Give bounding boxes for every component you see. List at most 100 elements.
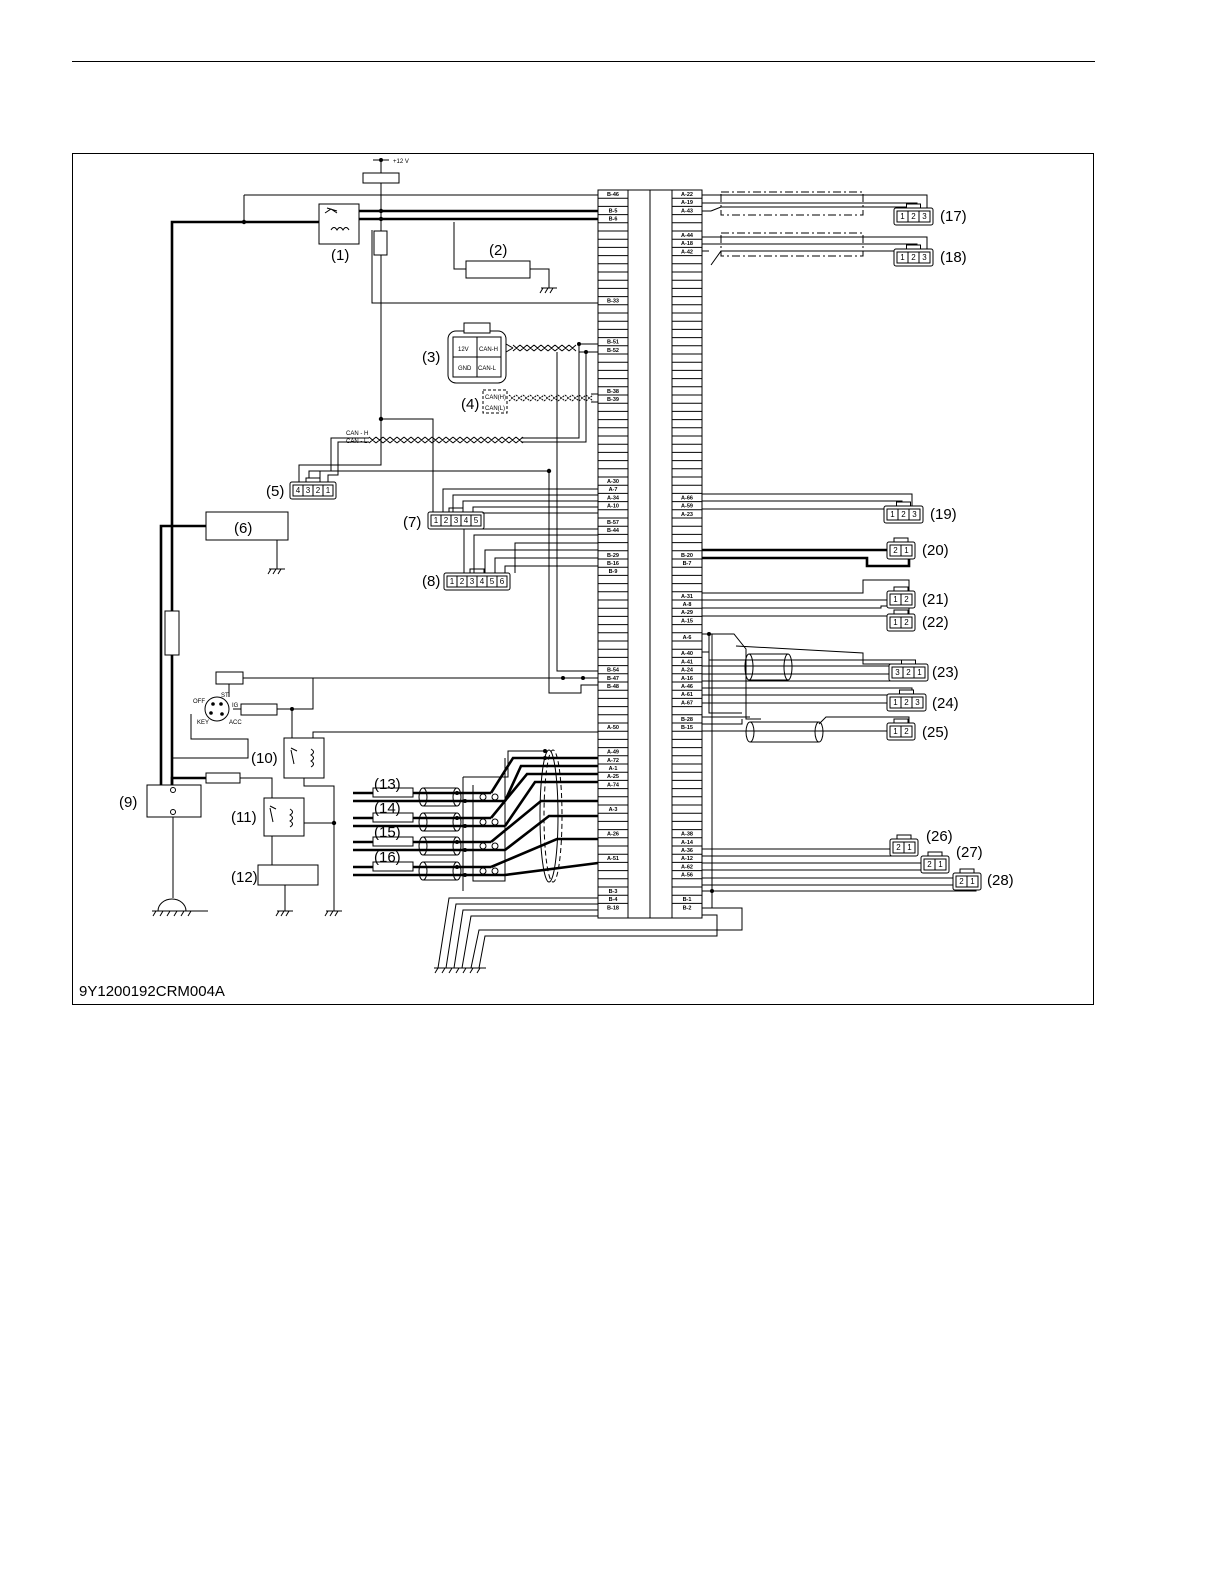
component-callout-27: (27) bbox=[956, 844, 983, 861]
ecu-pin-label: A-59 bbox=[681, 504, 693, 510]
component-callout-23: (23) bbox=[932, 664, 959, 681]
connector-pin-number: 2 bbox=[904, 698, 909, 707]
connector-pin-number: 2 bbox=[906, 668, 911, 677]
ecu-pin-label: A-36 bbox=[681, 848, 693, 854]
ecu-pin-label: A-19 bbox=[681, 200, 693, 206]
figure-reference-code: 9Y1200192CRM004A bbox=[79, 983, 225, 1000]
connector-pin-number: 4 bbox=[296, 486, 301, 495]
ecu-pin-label: B-6 bbox=[609, 217, 618, 223]
ecu-pin-label: A-62 bbox=[681, 864, 693, 870]
connector-pin-number: 2 bbox=[927, 860, 932, 869]
ecu-pin-label: A-50 bbox=[607, 725, 619, 731]
component-callout-15: (15) bbox=[374, 824, 401, 841]
connector-pin-number: 3 bbox=[922, 253, 927, 262]
ecu-pin-label: A-3 bbox=[609, 807, 618, 813]
battery bbox=[146, 772, 273, 917]
sensor-18-wiring bbox=[702, 232, 928, 266]
key-ig-label: IG bbox=[232, 703, 239, 709]
connector-pin-number: 1 bbox=[904, 546, 909, 555]
ecu-pin-label: A-15 bbox=[681, 618, 693, 624]
ecu-pin-label: A-74 bbox=[607, 782, 620, 788]
ecu-pin-label: B-1 bbox=[683, 897, 692, 903]
ecu-right-pin-labels: A-22A-19A-43A-44A-18A-42A-66A-59A-23B-20… bbox=[681, 192, 694, 911]
can-h-label: CAN - H bbox=[346, 431, 368, 437]
ecu-pin-label: B-7 bbox=[683, 561, 692, 567]
component-callout-6: (6) bbox=[234, 520, 252, 537]
connector-pin-number: 3 bbox=[306, 486, 311, 495]
ecu-pin-label: A-25 bbox=[607, 774, 619, 780]
can-twisted-pair-lower bbox=[368, 436, 524, 444]
fusible-link bbox=[164, 610, 180, 656]
ecu-pin-label: A-41 bbox=[681, 659, 693, 665]
component-callout-9: (9) bbox=[119, 794, 137, 811]
component-callout-8: (8) bbox=[422, 573, 440, 590]
connector-pin-number: 2 bbox=[904, 618, 909, 627]
ecu-pin-label: B-2 bbox=[683, 905, 692, 911]
component-callout-16: (16) bbox=[374, 849, 401, 866]
component-callout-12: (12) bbox=[231, 869, 258, 886]
connector-pin-number: 5 bbox=[474, 516, 479, 525]
connector-pin-number: 1 bbox=[893, 698, 898, 707]
ecu-pin-label: A-22 bbox=[681, 192, 693, 198]
ecu-pin-label: B-28 bbox=[681, 717, 693, 723]
sensor-17-wiring bbox=[702, 191, 928, 216]
supply-label: +12 V bbox=[393, 159, 409, 165]
relay-10 bbox=[283, 731, 598, 779]
ecu-pin-label: A-40 bbox=[681, 651, 693, 657]
ecu-pin-label: B-54 bbox=[607, 668, 620, 674]
component-callout-2: (2) bbox=[489, 242, 507, 259]
connector-pin-number: 1 bbox=[917, 668, 922, 677]
ecu-pin-label: A-72 bbox=[607, 758, 619, 764]
ecu-pin-label: B-3 bbox=[609, 889, 618, 895]
ecu-pin-label: A-46 bbox=[681, 684, 693, 690]
can-terminator-low: CAN(L) bbox=[485, 406, 505, 412]
key-switch: OFF ST IG KEY ACC bbox=[172, 671, 598, 759]
ecu-left-pin-grid bbox=[598, 197, 628, 904]
sensor-23-24-25-wiring bbox=[702, 632, 917, 743]
connector-pin-number: 1 bbox=[326, 486, 331, 495]
ecu-pin-label: B-5 bbox=[609, 208, 618, 214]
component-callout-7: (7) bbox=[403, 514, 421, 531]
ecu-pin-label: A-12 bbox=[681, 856, 693, 862]
component-callout-28: (28) bbox=[987, 872, 1014, 889]
connector-pin-number: 3 bbox=[895, 668, 900, 677]
inline-fuse bbox=[373, 230, 388, 256]
ecu-pin-label: B-9 bbox=[609, 569, 618, 575]
can-diagnostic-connector: 12V CAN-H GND CAN-L bbox=[447, 322, 507, 384]
component-callout-19: (19) bbox=[930, 506, 957, 523]
ecu-pin-label: A-34 bbox=[607, 495, 620, 501]
ecu-left-pin-labels: B-46B-5B-6B-33B-51B-52B-38B-39A-30A-7A-3… bbox=[607, 192, 620, 911]
ecu-pin-label: A-18 bbox=[681, 241, 693, 247]
connector-pin-number: 2 bbox=[444, 516, 449, 525]
ecu-pin-label: A-10 bbox=[607, 504, 619, 510]
connector-pin-number: 2 bbox=[911, 253, 916, 262]
component-callouts: (1)(2)(3)(4)(5)(6)(7)(8)(9)(10)(11)(12)(… bbox=[119, 208, 1014, 889]
connector-pin-number: 4 bbox=[480, 577, 485, 586]
ecu-pin-label: B-29 bbox=[607, 553, 619, 559]
connector-pin-number: 3 bbox=[454, 516, 459, 525]
ecu-pin-label: A-43 bbox=[681, 208, 693, 214]
ecu-right-pin-grid bbox=[672, 197, 702, 904]
connector-pin-number: 1 bbox=[890, 510, 895, 519]
injector-harness bbox=[353, 749, 599, 891]
ecu-pin-label: A-30 bbox=[607, 479, 619, 485]
component-callout-13: (13) bbox=[374, 776, 401, 793]
connector-pin-number: 2 bbox=[893, 546, 898, 555]
key-off-label: OFF bbox=[193, 699, 205, 705]
connector-pin-number: 5 bbox=[490, 577, 495, 586]
ecu-pin-label: A-56 bbox=[681, 873, 693, 879]
component-callout-5: (5) bbox=[266, 483, 284, 500]
connector-pin-number: 1 bbox=[893, 618, 898, 627]
connector-pin-number: 2 bbox=[959, 877, 964, 886]
component-callout-25: (25) bbox=[922, 724, 949, 741]
component-callout-3: (3) bbox=[422, 349, 440, 366]
component-2-box bbox=[453, 222, 557, 294]
connector-pin-number: 1 bbox=[970, 877, 975, 886]
ecu-pin-label: A-42 bbox=[681, 249, 693, 255]
ecu-pin-label: A-61 bbox=[681, 692, 693, 698]
connector-pin-number: 1 bbox=[450, 577, 455, 586]
ecu-pin-label: B-52 bbox=[607, 348, 619, 354]
